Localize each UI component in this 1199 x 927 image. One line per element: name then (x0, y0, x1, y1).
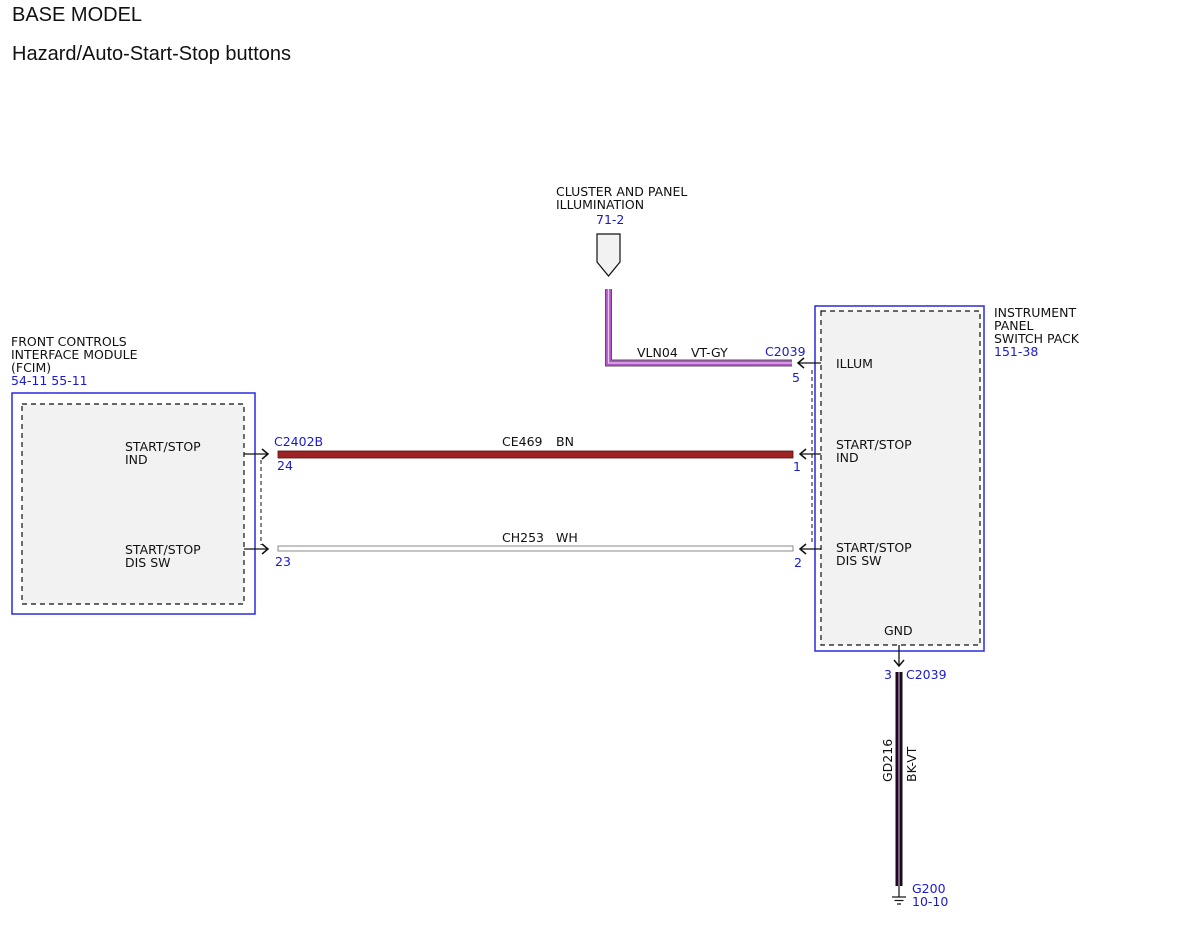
illumination-source-ref[interactable]: 71-2 (596, 212, 624, 227)
fcim-name-2: INTERFACE MODULE (11, 347, 138, 362)
wire-ch253-color: WH (556, 530, 578, 545)
switch-pack-pin-label-illum: ILLUM (836, 356, 873, 371)
switch-pack-pin-5-arrow-icon (796, 357, 805, 369)
fcim-pin-label-dis-2: DIS SW (125, 555, 171, 570)
fcim-name-1: FRONT CONTROLS (11, 334, 127, 349)
wire-vln04-color: VT-GY (691, 345, 728, 360)
fcim-body (21, 403, 245, 605)
page-subtitle: Hazard/Auto-Start-Stop buttons (12, 43, 292, 65)
fcim-pin-label-ind-2: IND (125, 452, 148, 467)
wire-ch253[interactable]: CH253 WH (277, 530, 794, 552)
fcim-pin-23-arrow-icon (261, 543, 270, 555)
switch-pack-name-3: SWITCH PACK (994, 331, 1080, 346)
wire-gd216-stripe (898, 672, 900, 886)
switch-pack-gnd-arrow-icon (893, 659, 905, 668)
fcim-name-3: (FCIM) (11, 360, 51, 375)
switch-pack-pin-1: 1 (793, 459, 801, 474)
wire-ch253-body (277, 545, 794, 552)
wire-ce469-color: BN (556, 434, 574, 449)
fcim-pin-24-arrow-icon (261, 448, 270, 460)
wire-ce469[interactable]: CE469 BN (277, 434, 794, 459)
switch-pack-pin-label-dis-1: START/STOP (836, 540, 912, 555)
ground-g200: G200 10-10 (892, 881, 948, 909)
switch-pack-ref[interactable]: 151-38 (994, 344, 1038, 359)
switch-pack-gnd-label: GND (884, 623, 913, 638)
fcim-connector-id[interactable]: C2402B (274, 434, 323, 449)
wire-gd216-color: BK-VT (904, 746, 919, 782)
switch-pack-gnd-connector-id[interactable]: C2039 (906, 667, 947, 682)
fcim-pin-label-ind-1: START/STOP (125, 439, 201, 454)
wire-vln04-circuit: VLN04 (637, 345, 678, 360)
fcim-ref[interactable]: 54-11 55-11 (11, 373, 88, 388)
illumination-source-name-1: CLUSTER AND PANEL (556, 184, 687, 199)
switch-pack-body (820, 310, 981, 646)
fcim-module: FRONT CONTROLS INTERFACE MODULE (FCIM) 5… (11, 334, 323, 615)
illumination-source-connector-icon (596, 233, 621, 277)
ground-ref[interactable]: 10-10 (912, 894, 948, 909)
wire-ce469-circuit: CE469 (502, 434, 543, 449)
fcim-pin-24: 24 (277, 458, 293, 473)
illumination-source-name-2: ILLUMINATION (556, 197, 644, 212)
switch-pack-connector-id[interactable]: C2039 (765, 344, 806, 359)
switch-pack-pin-label-ind-1: START/STOP (836, 437, 912, 452)
wire-vln04[interactable]: VLN04 VT-GY (605, 289, 793, 367)
wire-ch253-circuit: CH253 (502, 530, 544, 545)
switch-pack-pin-2: 2 (794, 555, 802, 570)
switch-pack-pin-label-dis-2: DIS SW (836, 553, 882, 568)
switch-pack-pin-label-ind-2: IND (836, 450, 859, 465)
illumination-source: CLUSTER AND PANEL ILLUMINATION 71-2 (556, 184, 687, 277)
fcim-pin-label-dis-1: START/STOP (125, 542, 201, 557)
switch-pack-name-2: PANEL (994, 318, 1034, 333)
switch-pack-gnd-pin: 3 (884, 667, 892, 682)
wire-gd216[interactable]: GD216 BK-VT (880, 672, 919, 886)
switch-pack-module: INSTRUMENT PANEL SWITCH PACK 151-38 ILLU… (765, 305, 1080, 682)
switch-pack-name-1: INSTRUMENT (994, 305, 1076, 320)
switch-pack-pin-1-arrow-icon (798, 448, 807, 460)
wire-vln04-stripe (607, 289, 792, 364)
switch-pack-pin-5: 5 (792, 370, 800, 385)
fcim-pin-23: 23 (275, 554, 291, 569)
page-title: BASE MODEL (12, 4, 143, 26)
ground-name[interactable]: G200 (912, 881, 946, 896)
wire-gd216-circuit: GD216 (880, 739, 895, 782)
switch-pack-pin-2-arrow-icon (798, 543, 807, 555)
wire-ce469-body (277, 450, 794, 459)
